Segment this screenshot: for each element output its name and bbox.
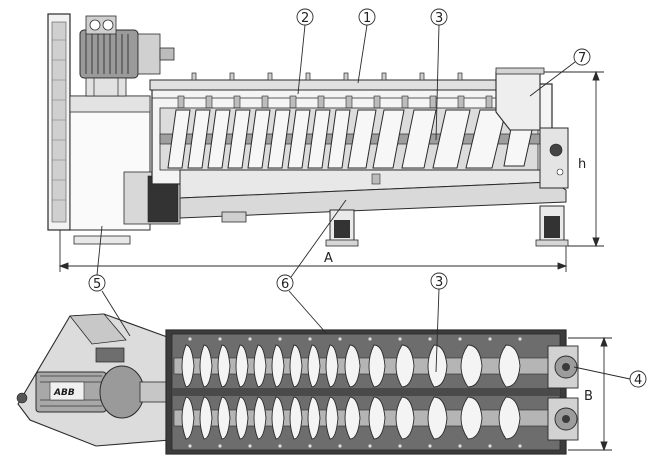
drive-motor <box>79 15 175 97</box>
dimension-b-label: B <box>584 389 593 404</box>
callout-4: 4 <box>634 373 642 388</box>
callout-5: 5 <box>93 277 101 292</box>
dimension-a-label: A <box>324 251 333 266</box>
motor-brand-label: ABB <box>53 388 75 398</box>
callout-1: 1 <box>363 11 371 26</box>
dimension-h-label: h <box>578 157 586 172</box>
top-drive-motor: ABB <box>16 365 169 419</box>
callout-3-side: 3 <box>435 11 443 26</box>
side-support-legs <box>325 205 569 247</box>
callout-labels: 2 1 3 7 5 6 3 4 <box>93 11 642 388</box>
top-trough <box>165 329 567 455</box>
side-view: h A <box>47 13 604 272</box>
callout-3-top: 3 <box>435 275 443 290</box>
discharge-chute <box>495 67 569 189</box>
drive-stand <box>69 95 181 245</box>
side-screw-flights <box>167 109 537 169</box>
dimension-h <box>544 70 604 248</box>
top-view: ABB <box>16 313 612 455</box>
side-end-plate <box>47 13 71 231</box>
callout-6: 6 <box>281 277 289 292</box>
callout-7: 7 <box>578 51 586 66</box>
top-bearing-ends <box>547 345 579 441</box>
callouts <box>88 8 647 388</box>
dimension-b <box>568 336 612 452</box>
side-base-frame <box>179 169 567 223</box>
callout-2: 2 <box>301 11 309 26</box>
dimension-a <box>58 230 568 272</box>
